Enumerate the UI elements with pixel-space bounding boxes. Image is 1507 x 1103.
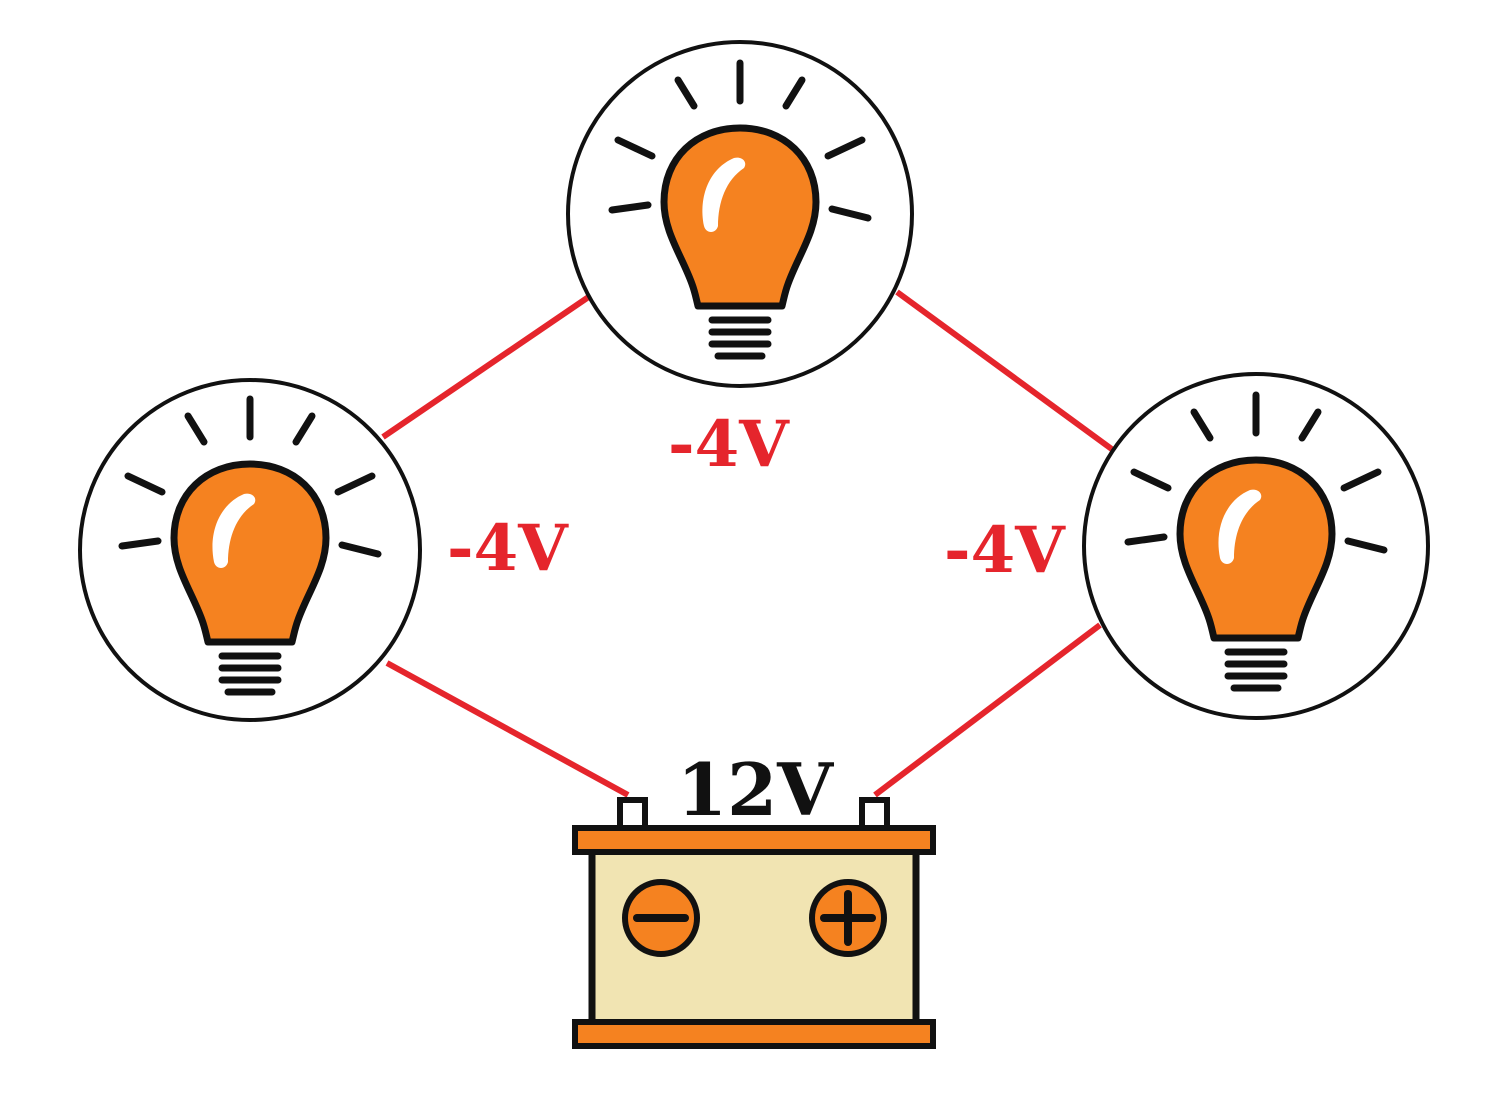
bulb-right [1082, 372, 1430, 720]
battery: 12V [572, 747, 936, 1049]
wire-top-to-right [895, 289, 1115, 453]
minus-icon [622, 879, 700, 957]
bulb-left [78, 378, 422, 722]
battery-top-bar [572, 825, 936, 855]
wire-right-to-battery-positive [873, 622, 1102, 798]
wires [381, 289, 1115, 798]
battery-voltage-label: 12V [677, 747, 834, 832]
bulb-top [566, 40, 914, 388]
voltage-label-top: -4V [668, 407, 790, 482]
voltage-label-right: -4V [944, 513, 1066, 588]
wire-left-to-battery-negative [385, 660, 630, 798]
battery-bottom-bar [572, 1019, 936, 1049]
voltage-label-left: -4V [447, 511, 569, 586]
wire-left-to-top [381, 293, 592, 440]
plus-icon [809, 879, 887, 957]
